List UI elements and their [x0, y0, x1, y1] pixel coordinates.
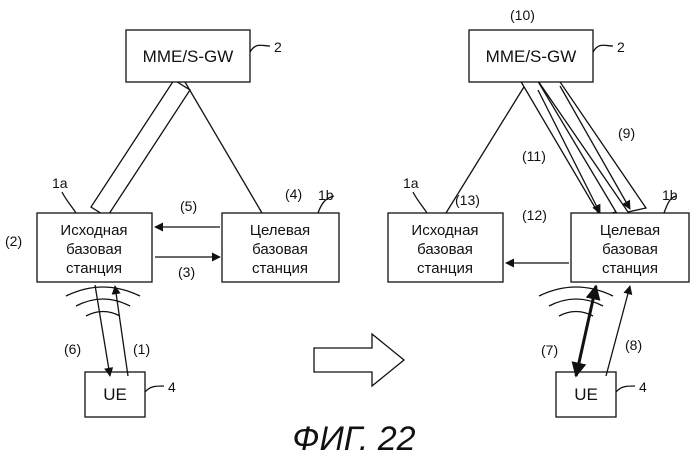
radio-wave-3: [66, 287, 140, 296]
source-bs-line-1: Исходная: [60, 222, 127, 239]
ue-ref-leader: [616, 386, 635, 392]
gateway-ref-leader: [250, 45, 270, 52]
radio-wave-1: [559, 312, 593, 317]
tunnel-gateway-source: [91, 80, 190, 217]
link-gateway-target: [185, 82, 262, 213]
arrow-step-8: [606, 286, 630, 376]
target-bs-ref: 1b: [318, 187, 334, 203]
radio-wave-2: [76, 299, 130, 306]
target-bs-line-3: станция: [252, 260, 308, 277]
step-label-11: (11): [522, 148, 546, 164]
target-bs-line-2: базовая: [252, 241, 308, 258]
gateway-label: MME/S-GW: [486, 47, 577, 66]
gateway-label: MME/S-GW: [143, 47, 234, 66]
right-diagram: MME/S-GW 2 Исходная базовая станция 1a Ц…: [388, 7, 689, 417]
step-label-13: (13): [455, 192, 480, 208]
target-bs-line-3: станция: [602, 260, 658, 277]
source-bs-line-2: базовая: [417, 241, 473, 258]
step-label-2: (2): [5, 233, 22, 249]
gateway-ref-leader: [593, 45, 613, 52]
source-bs-line-3: станция: [417, 260, 473, 277]
gateway-ref: 2: [274, 39, 282, 55]
arrow-step-1: [115, 286, 128, 376]
ue-ref: 4: [639, 379, 647, 395]
figure-caption: ФИГ. 22: [292, 420, 415, 458]
radio-wave-2: [549, 299, 603, 306]
target-bs-ref: 1b: [662, 187, 678, 203]
step-label-8: (8): [625, 337, 642, 353]
target-bs-line-1: Целевая: [600, 222, 660, 239]
radio-wave-3: [539, 287, 613, 296]
step-label-5: (5): [180, 198, 197, 214]
source-bs-ref: 1a: [403, 175, 419, 191]
ue-ref-leader: [145, 386, 164, 392]
left-diagram: MME/S-GW 2 Исходная базовая станция 1a Ц…: [5, 30, 339, 417]
radio-wave-1: [86, 312, 120, 317]
ue-label: UE: [574, 385, 598, 404]
source-bs-line-3: станция: [66, 260, 122, 277]
ue-ref: 4: [168, 379, 176, 395]
step-label-12: (12): [522, 207, 547, 223]
transition-arrow: [314, 334, 404, 386]
target-bs-line-2: базовая: [602, 241, 658, 258]
step-label-4: (4): [285, 186, 302, 202]
source-bs-line-1: Исходная: [411, 222, 478, 239]
step-label-9: (9): [618, 125, 635, 141]
step-label-10: (10): [510, 7, 535, 23]
source-bs-ref: 1a: [52, 175, 68, 191]
source-bs-line-2: базовая: [66, 241, 122, 258]
step-label-6: (6): [64, 341, 81, 357]
step-label-3: (3): [178, 264, 195, 280]
source-bs-ref-leader: [413, 192, 427, 213]
source-bs-ref-leader: [62, 192, 76, 213]
ue-label: UE: [103, 385, 127, 404]
target-bs-line-1: Целевая: [250, 222, 310, 239]
step-label-1: (1): [133, 341, 150, 357]
step-label-7: (7): [541, 342, 558, 358]
gateway-ref: 2: [617, 39, 625, 55]
